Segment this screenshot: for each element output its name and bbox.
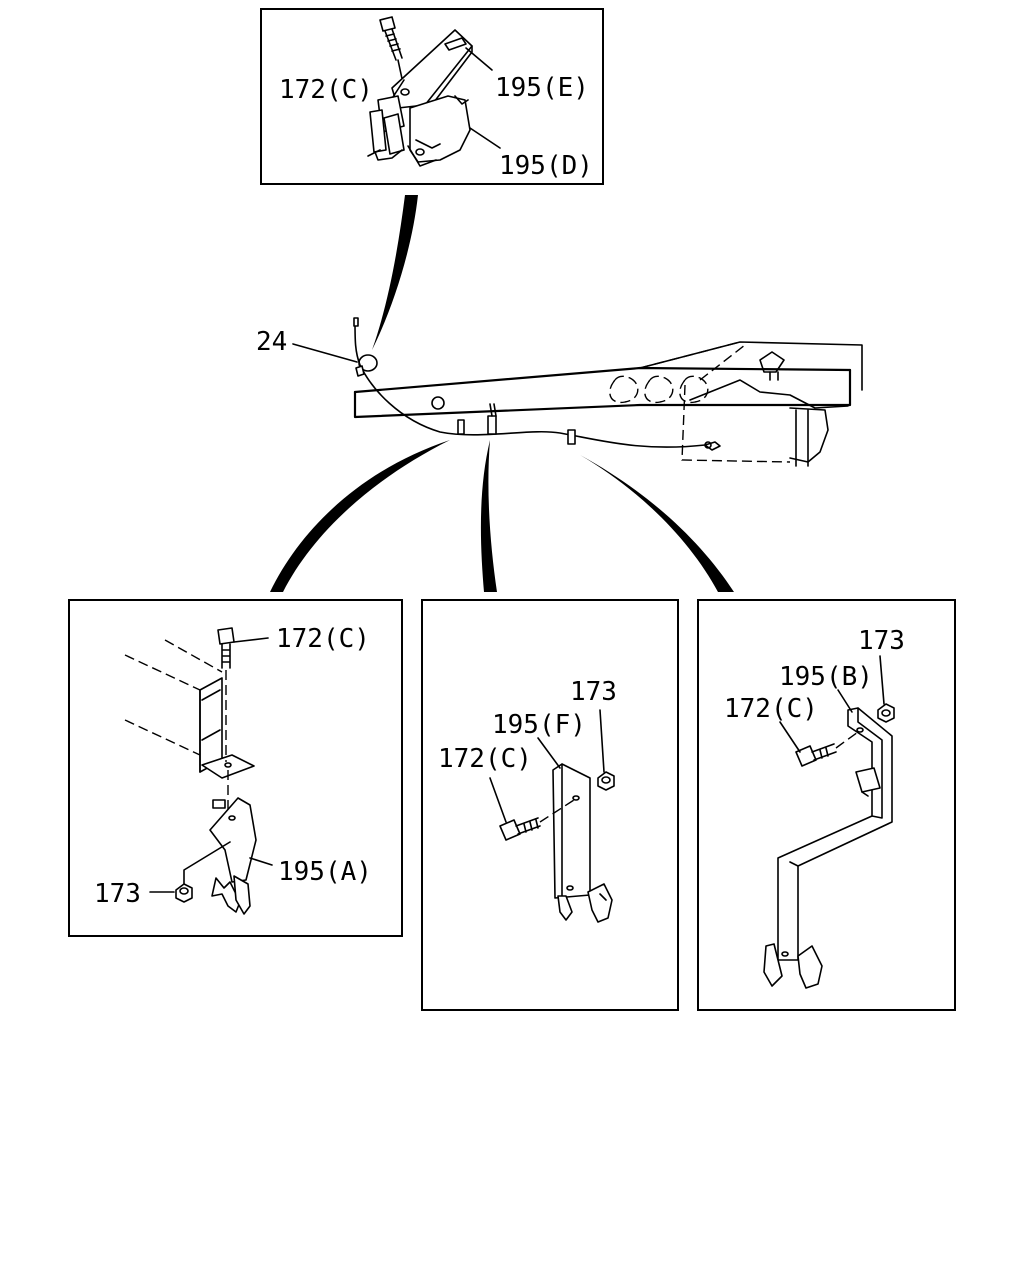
detail-panel-middle: 173 195(F) 172(C) — [421, 599, 679, 1011]
nut-icon — [877, 703, 895, 723]
frame-rail — [353, 341, 863, 467]
detail-connectors — [270, 195, 734, 592]
leader-line — [537, 737, 561, 769]
callout-172c: 172(C) — [438, 744, 532, 774]
callout-172c: 172(C) — [279, 75, 373, 105]
leader-line — [465, 47, 493, 71]
leader-line — [249, 857, 273, 866]
leader-line — [837, 689, 853, 713]
bracket-e-icon — [391, 29, 473, 111]
callout-24: 24 — [256, 327, 287, 357]
leader-line — [489, 777, 507, 823]
detail-panel-top: 172(C) 195(E) 195(D) — [260, 8, 604, 185]
callout-195e: 195(E) — [495, 73, 589, 103]
callout-195f: 195(F) — [492, 710, 586, 740]
bolt-icon — [379, 16, 405, 89]
callout-172c: 172(C) — [276, 624, 370, 654]
detail-panel-left: 172(C) 195(A) 173 — [68, 599, 403, 937]
leader-line — [149, 841, 231, 893]
leader-line — [233, 637, 269, 643]
leader-line — [779, 721, 801, 753]
leader-line — [469, 127, 501, 149]
leader-line — [392, 79, 405, 98]
leader-line — [879, 655, 885, 705]
callout-173: 173 — [570, 677, 617, 707]
callout-173: 173 — [858, 626, 905, 656]
detail-panel-right: 173 195(B) 172(C) — [697, 599, 956, 1011]
bracket-a-icon — [209, 797, 257, 915]
bolt-icon — [217, 627, 235, 762]
bolt-icon — [499, 799, 575, 841]
callout-195a: 195(A) — [278, 857, 372, 887]
nut-icon — [597, 771, 615, 791]
leader-line — [292, 343, 358, 363]
callout-195b: 195(B) — [779, 662, 873, 692]
bracket-f-icon — [552, 763, 613, 923]
clip-block-icon — [367, 95, 405, 161]
callout-172c: 172(C) — [724, 694, 818, 724]
cable-24 — [353, 317, 721, 451]
nut-icon — [175, 883, 193, 903]
leader-line — [599, 709, 605, 773]
clamp-d-icon — [407, 95, 471, 167]
bracket-b-icon — [763, 707, 893, 989]
callout-173: 173 — [94, 879, 141, 909]
bolt-icon — [795, 731, 859, 767]
callout-195d: 195(D) — [499, 151, 593, 181]
